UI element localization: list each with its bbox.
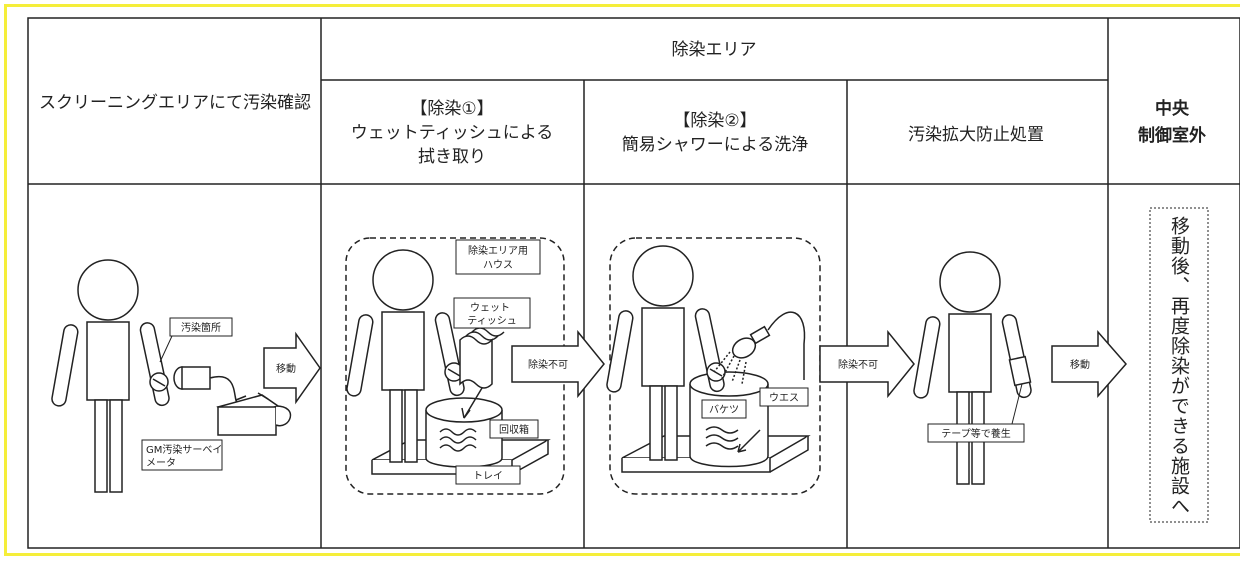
person-step3 <box>913 251 1032 485</box>
house-label-line1: 除染エリア用 <box>468 244 528 257</box>
wet-tissue-label-box <box>453 297 531 329</box>
step2-title: 【除染②】 <box>673 111 756 131</box>
arrow-cannot-2 <box>819 329 915 399</box>
person-step1 <box>346 249 465 463</box>
arrow-move-1 <box>263 331 321 405</box>
arrow-cannot-1 <box>511 329 605 399</box>
step1-line1: ウェットティッシュによる <box>351 123 553 143</box>
tape-label: テープ等で養生 <box>941 427 1010 440</box>
vertical-note: 移動後、再度除染ができる施設へ <box>1168 216 1190 516</box>
outside-header-line2: 制御室外 <box>1138 125 1206 146</box>
wet-tissue <box>459 327 505 419</box>
yellow-frame <box>4 4 1240 556</box>
table-grid <box>27 17 1240 549</box>
collection-box-label-box <box>489 419 539 439</box>
house-label-box <box>455 239 541 275</box>
arrow-move-1-label: 移動 <box>276 362 296 375</box>
tape-pointer <box>1011 383 1023 425</box>
person-screening <box>51 259 170 493</box>
tray-label-box <box>455 465 521 485</box>
step2-line1: 簡易シャワーによる洗浄 <box>622 135 809 155</box>
outside-header-line1: 中央 <box>1155 98 1190 119</box>
step1-line2: 拭き取り <box>418 147 486 167</box>
waste-label: ウエス <box>769 392 799 404</box>
arrow-cannot-1-label: 除染不可 <box>528 358 568 371</box>
gm-meter-label-box <box>141 439 223 471</box>
contamination-spot-label-box <box>169 317 233 337</box>
step3-header: 汚染拡大防止処置 <box>908 125 1044 145</box>
gm-meter-label-line2: メータ <box>146 457 176 469</box>
contamination-spot-label: 汚染箇所 <box>181 321 221 334</box>
decon-area-header: 除染エリア <box>672 40 757 60</box>
arrow-cannot-2-label: 除染不可 <box>838 358 878 371</box>
waste-label-box <box>759 387 809 407</box>
arrow-move-2 <box>1051 330 1127 398</box>
contamination-spot-pointer <box>159 335 173 363</box>
arrow-move-2-label: 移動 <box>1070 358 1090 371</box>
house-label-line2: ハウス <box>483 259 513 271</box>
gm-survey-meter <box>173 366 292 436</box>
shower-head <box>713 311 806 385</box>
bucket-label-box <box>701 399 747 419</box>
gm-meter-label-line1: GM汚染サーベイ <box>146 443 222 456</box>
vertical-note-box <box>1149 207 1209 523</box>
waste-cloth <box>705 426 761 453</box>
tray-label: トレイ <box>473 471 503 482</box>
step1-title: 【除染①】 <box>410 99 493 119</box>
bucket-label: バケツ <box>709 404 739 416</box>
tape-label-box <box>927 423 1025 443</box>
wet-tissue-label-line2: ティッシュ <box>467 316 516 327</box>
collection-box-label: 回収箱 <box>499 423 529 436</box>
screening-area-header: スクリーニングエリアにて汚染確認 <box>39 93 311 113</box>
wet-tissue-label-line1: ウェット <box>470 302 510 314</box>
person-step2 <box>606 245 726 461</box>
bucket <box>689 371 769 468</box>
